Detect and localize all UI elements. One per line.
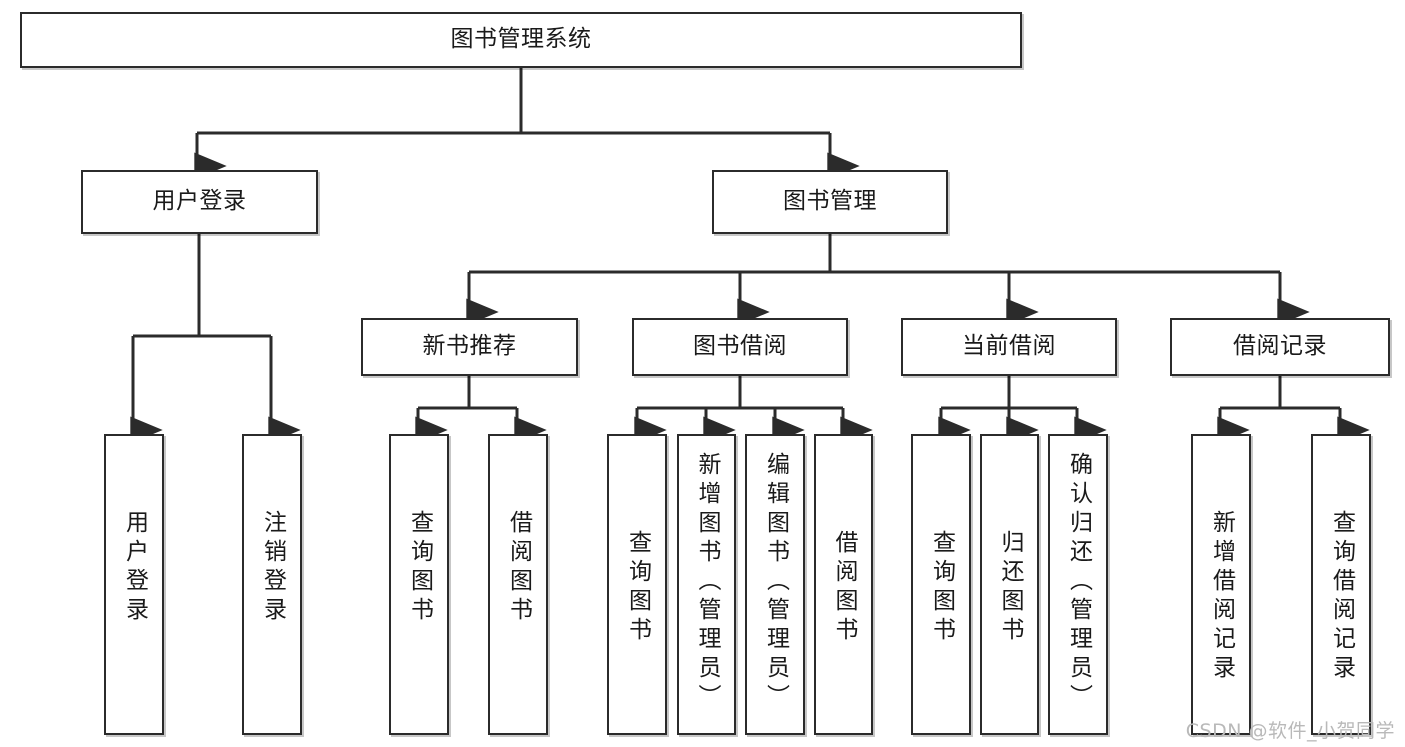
node-current-borrow-label: 当前借阅 (962, 333, 1056, 360)
node-leaf-query-record[interactable]: 查询借阅记录 (1311, 434, 1371, 735)
node-leaf-logout-login-label: 注销登录 (259, 510, 286, 626)
node-leaf-confirm-return-label: 确认归还（管理员） (1065, 452, 1092, 713)
node-book-manage[interactable]: 图书管理 (712, 170, 948, 234)
node-borrow-record-label: 借阅记录 (1233, 333, 1327, 360)
node-leaf-borrow-book-2[interactable]: 借阅图书 (814, 434, 873, 735)
node-borrow-record[interactable]: 借阅记录 (1170, 318, 1390, 376)
node-leaf-add-book[interactable]: 新增图书（管理员） (677, 434, 736, 735)
node-leaf-return-book[interactable]: 归还图书 (980, 434, 1039, 735)
node-leaf-borrow-book-2-label: 借阅图书 (831, 530, 857, 646)
node-leaf-return-book-label: 归还图书 (997, 530, 1023, 646)
node-book-manage-label: 图书管理 (783, 188, 877, 215)
node-user-login-label: 用户登录 (152, 188, 247, 215)
node-leaf-confirm-return[interactable]: 确认归还（管理员） (1048, 434, 1108, 735)
node-leaf-add-book-label: 新增图书（管理员） (694, 452, 720, 713)
node-leaf-query-book-2[interactable]: 查询图书 (607, 434, 667, 735)
node-leaf-add-record-label: 新增借阅记录 (1208, 510, 1235, 684)
node-leaf-edit-book-label: 编辑图书（管理员） (762, 452, 789, 713)
csdn-watermark: CSDN @软件_小贺同学 (1185, 720, 1395, 742)
node-leaf-add-record[interactable]: 新增借阅记录 (1191, 434, 1251, 735)
node-leaf-query-book-3-label: 查询图书 (928, 530, 955, 646)
node-new-book-recommend[interactable]: 新书推荐 (361, 318, 578, 376)
node-leaf-query-record-label: 查询借阅记录 (1328, 510, 1355, 684)
node-current-borrow[interactable]: 当前借阅 (901, 318, 1117, 376)
node-leaf-query-book-1[interactable]: 查询图书 (389, 434, 449, 735)
node-book-borrow[interactable]: 图书借阅 (632, 318, 848, 376)
node-leaf-edit-book[interactable]: 编辑图书（管理员） (745, 434, 805, 735)
node-new-book-recommend-label: 新书推荐 (422, 333, 517, 360)
node-leaf-query-book-1-label: 查询图书 (406, 510, 433, 626)
node-leaf-logout-login[interactable]: 注销登录 (242, 434, 302, 735)
node-book-borrow-label: 图书借阅 (693, 333, 787, 360)
node-leaf-user-login-label: 用户登录 (121, 510, 148, 626)
node-leaf-user-login[interactable]: 用户登录 (104, 434, 164, 735)
node-root-label: 图书管理系统 (450, 26, 592, 53)
node-leaf-query-book-3[interactable]: 查询图书 (911, 434, 971, 735)
node-leaf-query-book-2-label: 查询图书 (624, 530, 651, 646)
node-root[interactable]: 图书管理系统 (20, 12, 1022, 68)
node-leaf-borrow-book-1[interactable]: 借阅图书 (488, 434, 548, 735)
node-user-login[interactable]: 用户登录 (81, 170, 318, 234)
node-leaf-borrow-book-1-label: 借阅图书 (505, 510, 532, 626)
